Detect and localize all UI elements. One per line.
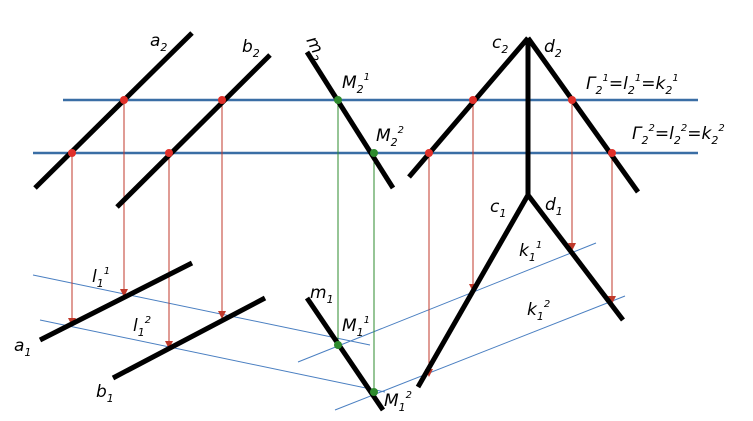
- helper-line-l1-1: [32, 274, 371, 346]
- label-d2: d2: [544, 37, 562, 60]
- helper-line-l1-2: [39, 319, 386, 393]
- label-l1-2: l12: [133, 315, 151, 339]
- line-a1: [38, 260, 194, 343]
- label-a1: a1: [14, 336, 31, 359]
- plane-label-gamma-1: Γ21=l21=k21: [586, 73, 679, 97]
- label-a2: a2: [150, 31, 167, 54]
- line-b2: [115, 53, 272, 209]
- points-m-green: [334, 96, 378, 396]
- label-k1-1: k11: [519, 240, 542, 264]
- line-d2: [525, 36, 641, 194]
- label-M2-2: M22: [376, 125, 404, 149]
- line-b1: [111, 295, 267, 381]
- plane-label-gamma-2: Γ22=l22=k22: [632, 123, 725, 147]
- label-M1-2: M12: [384, 390, 412, 414]
- label-d1: d1: [545, 195, 563, 218]
- label-b1: b1: [96, 382, 114, 405]
- label-m2: m2: [299, 33, 330, 64]
- label-c1: c1: [490, 197, 506, 220]
- helper-line-k1-2: [334, 295, 626, 411]
- label-k1-2: k12: [527, 299, 550, 323]
- helper-line-k1-1: [297, 242, 597, 363]
- label-M2-1: M21: [342, 72, 370, 96]
- label-m1: m1: [310, 283, 334, 306]
- line-a2: [33, 31, 194, 190]
- label-c2: c2: [492, 33, 508, 56]
- intersection-points-red: [68, 96, 616, 157]
- label-b2: b2: [242, 37, 260, 60]
- line-d1: [526, 193, 625, 322]
- line-m2: [304, 50, 396, 190]
- label-M1-1: M11: [342, 315, 370, 339]
- line-c1: [415, 193, 531, 389]
- object-lines-frontal: [33, 31, 641, 209]
- label-l1-1: l11: [92, 266, 110, 290]
